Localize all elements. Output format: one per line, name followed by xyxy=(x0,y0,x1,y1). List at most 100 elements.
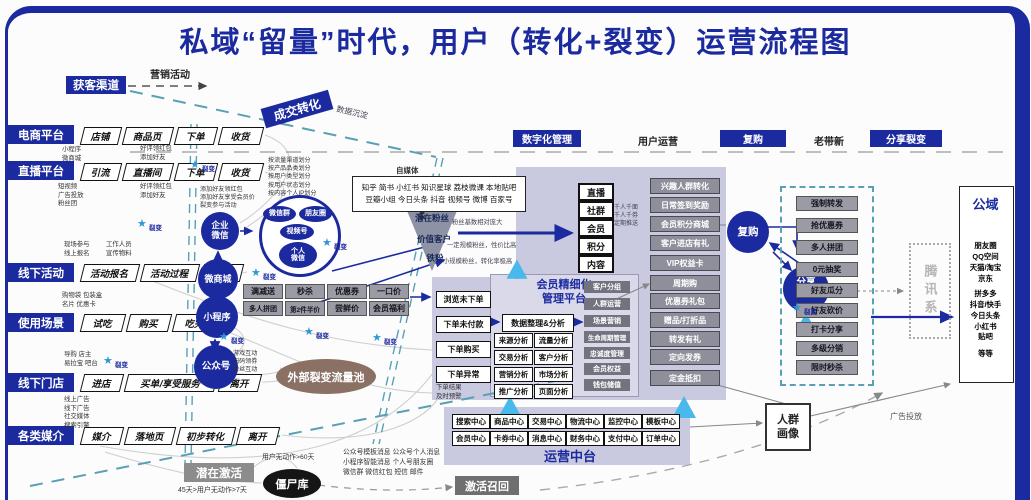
crm-data-analysis-box: 数据整理&分析 xyxy=(502,314,574,332)
blob-moments: 朋友圈 xyxy=(299,206,332,222)
promo-fixed-price: 一口价 xyxy=(369,284,409,299)
benefit-coupon-pack: 优惠券礼包 xyxy=(650,293,720,309)
node-enterprise-wechat: 企业 微信 xyxy=(201,212,239,250)
step-buy: 购买 xyxy=(125,314,173,332)
tactic-group-buy: 多人拼团 xyxy=(796,240,858,255)
node-micro-mall: 微商城 xyxy=(198,259,238,299)
note-shortvideo: 短视频 广告投放 粉丝团 xyxy=(58,183,84,208)
crm-cell-trade: 交易分析 xyxy=(494,350,533,365)
stage-repurchase: 复购 xyxy=(720,130,786,147)
promo-trial-price: 尝鲜价 xyxy=(327,301,367,316)
blob-video-channel: 视频号 xyxy=(280,224,314,240)
fission-star-icon: ★ xyxy=(792,302,802,314)
fission-star-icon: ★ xyxy=(103,355,113,367)
center-search: 搜索中心 xyxy=(452,414,490,429)
segment-customer-group: 客户分组 xyxy=(584,281,630,293)
fission-star-label: 裂变 xyxy=(316,333,329,340)
step-enter-store: 进店 xyxy=(79,374,125,392)
step-product-page: 商品页 xyxy=(121,127,175,145)
crm-cell-customer: 客户分析 xyxy=(534,350,573,365)
fission-star-icon: ★ xyxy=(137,218,147,230)
benefit-daily-checkin: 日常签到奖励 xyxy=(650,197,720,213)
label-referral: 老带新 xyxy=(814,137,844,148)
node-repurchase: 复购 xyxy=(727,211,769,253)
center-order: 订单中心 xyxy=(642,431,680,446)
public-item-tmall: 天猫/淘宝 xyxy=(969,263,1002,272)
funnel-iron-fans: 铁粉 xyxy=(426,253,444,263)
stage-acquisition: 获客渠道 xyxy=(66,76,126,94)
crm-cell-marketing: 营销分析 xyxy=(494,367,533,382)
tactic-grab-coupon: 抢优惠券 xyxy=(796,218,858,233)
fission-star-icon: ★ xyxy=(372,332,382,344)
funnel-note-1: 一定规模粉丝，性价比高 xyxy=(447,242,517,249)
center-message: 消息中心 xyxy=(528,431,566,446)
note-thousand-faces: 千人千面 千人千券 定期推送 xyxy=(614,205,639,228)
benefit-vip-card: VIP权益卡 xyxy=(650,255,720,271)
share-tactics-box xyxy=(780,186,874,386)
fission-star-label: 裂变 xyxy=(384,339,397,346)
benefit-store-gift: 客户进店有礼 xyxy=(650,235,720,251)
ops-live: 直播 xyxy=(578,183,614,201)
center-trade: 交易中心 xyxy=(528,414,566,429)
funnel-note-0: 粉丝基数相对庞大 xyxy=(452,219,503,226)
channel-media: 各类媒介 xyxy=(8,426,74,445)
tactic-friend-split: 好友瓜分 xyxy=(796,283,858,298)
node-official-account: 公众号 xyxy=(194,345,238,389)
order-abnormal: 下单异常 xyxy=(436,366,491,383)
tencent-ecosystem-box: 腾讯系 xyxy=(909,243,951,339)
step-initial-conversion: 初步转化 xyxy=(175,427,237,445)
step-receive: 收货 xyxy=(217,127,265,145)
public-item-toutiao: 今日头条 xyxy=(970,311,1001,320)
promo-second-half-price: 第2件半价 xyxy=(285,301,325,316)
step-liveroom: 直播间 xyxy=(121,163,175,181)
crm-cell-source: 来源分析 xyxy=(494,333,533,348)
channel-usage-scene: 使用场景 xyxy=(8,313,74,332)
public-item-xiaohongshu: 小红书 xyxy=(974,322,997,331)
note-review-redpacket2: 好评领红包 添加好友 xyxy=(140,183,172,199)
step-signup: 活动报名 xyxy=(79,264,141,282)
note-review-redpacket: 好评领红包 添加好友 xyxy=(140,145,172,161)
zombie-pool: 僵尸库 xyxy=(263,469,321,498)
external-fission-pool: 外部裂变流量池 xyxy=(276,359,376,394)
latent-activation-box: 潜在激活 xyxy=(184,463,254,482)
crm-cell-market: 市场分析 xyxy=(534,367,573,382)
fission-star-label: 裂变 xyxy=(231,338,244,345)
step-landing: 落地页 xyxy=(123,427,177,445)
funnel-note-2: 小规模粉丝，转化率极高 xyxy=(443,258,513,265)
tactic-forced-forward: 强制转发 xyxy=(796,196,858,211)
promo-full-discount: 满减送 xyxy=(243,284,283,299)
segment-loyalty: 忠诚度管理 xyxy=(584,347,630,359)
order-unpaid: 下单未付款 xyxy=(436,316,491,333)
step-shop: 店铺 xyxy=(79,127,123,145)
mid-platform-title: 运营中台 xyxy=(543,449,596,464)
node-mini-program: 小程序 xyxy=(196,296,238,338)
note-qywx-hooks: 添加好友领红包 添加好友享受会员价 裂变参与活动 xyxy=(200,186,255,210)
fission-star-icon: ★ xyxy=(322,237,332,249)
fission-star-label: 裂变 xyxy=(115,362,128,369)
public-item-jd: 京东 xyxy=(978,274,993,283)
note-gzh-hooks: 游戏互动 扫码领券 粉丝互动 ··· xyxy=(233,350,258,382)
segment-lifecycle: 生命周期管理 xyxy=(584,331,630,343)
note-guide: 导购 店主 易拉宝 吧台 xyxy=(64,351,98,367)
label-ad-placement: 广告投放 xyxy=(890,412,922,421)
funnel-potential-fans: 潜在粉丝 xyxy=(414,213,449,223)
promo-group-buy: 多人拼团 xyxy=(243,301,283,316)
note-order-alert: 下单结果 及时预警 xyxy=(436,384,462,400)
order-purchased: 下单购买 xyxy=(436,341,491,358)
channel-offline-store: 线下门店 xyxy=(8,373,74,392)
crm-cell-promotion: 推广分析 xyxy=(494,384,533,399)
persona-box: 人群 画像 xyxy=(765,403,811,451)
center-payment: 支付中心 xyxy=(604,431,642,446)
step-taste: 试吃 xyxy=(79,314,127,332)
step-order: 下单 xyxy=(173,127,219,145)
step-process: 活动过程 xyxy=(139,264,201,282)
note-onsite: 现场参与 线上报名 xyxy=(64,241,90,257)
fission-star-label: 裂变 xyxy=(334,244,347,251)
note-staff: 工作人员 宣传物料 xyxy=(106,241,132,257)
tactic-free-lottery: 0元抽奖 xyxy=(796,262,858,277)
tactic-flash-sale: 限时秒杀 xyxy=(796,360,858,375)
note-ads: 线上广告 线下广告 社交媒体 搜索引擎 xyxy=(64,396,90,429)
note-zombie-rule: 用户无动作>60天 xyxy=(262,454,315,461)
note-miniprogram: 小程序 微商城 xyxy=(62,146,82,162)
